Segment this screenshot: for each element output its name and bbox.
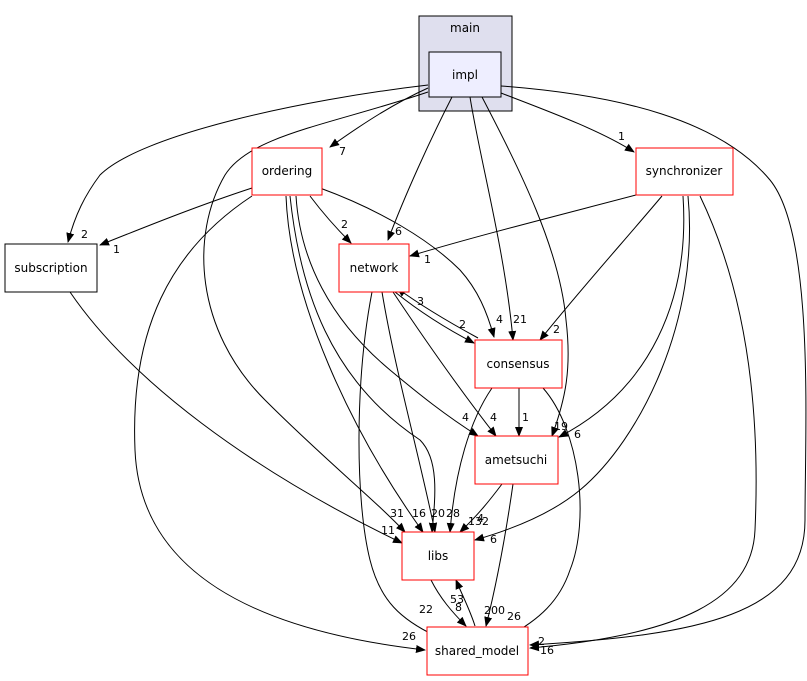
edge-consensus-network [396,287,479,339]
edge-label-synchronizer-network: 1 [424,253,431,266]
node-ordering[interactable]: ordering [251,147,323,196]
edge-shared-model-libs [455,579,476,627]
node-network-label: network [350,261,399,275]
edge-label-impl-shared-model: 2 [538,635,545,648]
edge-ordering-shared-model [134,195,426,653]
edge-impl-libs [203,91,429,533]
node-ametsuchi[interactable]: ametsuchi [474,435,559,485]
nodes: impl ordering synchronizer subscription … [4,51,734,676]
edge-impl-ametsuchi [481,96,569,437]
edge-network-libs [381,291,438,533]
edge-consensus-shared-model [504,387,581,639]
edge-network-consensus [394,291,475,344]
edge-ordering-ametsuchi [295,195,479,437]
edge-label-consensus-libs: 4 [477,512,484,525]
edge-label-ordering-ametsuchi: 4 [462,411,469,424]
node-synchronizer-label: synchronizer [646,164,723,178]
edge-ordering-libs-a [285,195,424,533]
edges [66,84,807,653]
node-subscription-label: subscription [14,261,87,275]
edge-label-impl-consensus: 21 [513,313,527,326]
edge-label-network-consensus: 2 [459,318,466,331]
edge-label-network-ametsuchi: 4 [490,411,497,424]
edge-label-synchronizer-ametsuchi: 6 [574,428,581,441]
node-ametsuchi-label: ametsuchi [485,453,548,467]
node-synchronizer[interactable]: synchronizer [635,147,734,196]
edge-subscription-libs [69,291,403,544]
edge-label-subscription-libs: 11 [381,524,395,537]
edge-label-ordering-network: 2 [341,218,348,231]
edge-label-synchronizer-consensus: 2 [553,323,560,336]
edge-labels: 7 1 2 6 21 19 31 2 1 2 4 4 16 20 26 1 2 … [81,130,625,657]
edge-synchronizer-libs [474,195,690,542]
edge-synchronizer-consensus [539,195,663,341]
edge-label-network-shared-model: 22 [419,603,433,616]
edge-ametsuchi-shared-model [484,483,514,627]
node-libs[interactable]: libs [401,531,475,581]
edge-label-impl-subscription: 2 [81,228,88,241]
edge-ordering-network [309,195,352,244]
edge-impl-shared-model [500,85,807,649]
node-consensus[interactable]: consensus [474,339,563,389]
edge-label-ordering-subscription: 1 [113,243,120,256]
edge-impl-synchronizer [500,92,635,153]
edge-label-consensus-ametsuchi: 1 [522,411,529,424]
edge-label-synchronizer-shared-model: 16 [540,644,554,657]
node-shared-model-label: shared_model [435,644,519,658]
edge-label-ordering-libs-b: 20 [431,507,445,520]
node-consensus-label: consensus [487,357,550,371]
node-libs-label: libs [428,549,449,563]
edge-label-ametsuchi-shared-model: 200 [484,604,505,617]
edge-ordering-subscription [99,187,253,246]
edge-impl-network [387,96,453,241]
edge-label-impl-ametsuchi: 19 [554,420,568,433]
edge-label-network-libs: 28 [446,507,460,520]
edge-label-synchronizer-libs: 6 [490,533,497,546]
node-subscription[interactable]: subscription [4,243,98,293]
edge-label-libs-shared-model: 8 [455,601,462,614]
edge-consensus-libs [446,387,493,533]
edge-label-impl-synchronizer: 1 [618,130,625,143]
edge-label-consensus-shared-model: 26 [507,610,521,623]
edge-network-ametsuchi [392,291,497,437]
edge-synchronizer-ametsuchi [558,195,685,438]
edge-libs-shared-model [430,579,467,627]
edge-ordering-consensus [319,187,496,338]
edge-impl-consensus [469,96,517,341]
edge-label-ordering-shared-model: 26 [402,630,416,643]
edge-label-impl-network: 6 [395,225,402,238]
edge-label-impl-libs: 31 [390,507,404,520]
cluster-main-label: main [450,21,480,35]
edge-label-impl-ordering: 7 [339,145,346,158]
edge-label-ordering-consensus: 4 [496,313,503,326]
edge-ordering-libs-b [289,195,437,533]
edge-network-shared-model [358,291,441,639]
node-ordering-label: ordering [262,164,313,178]
edge-synchronizer-network [409,194,637,258]
edge-ametsuchi-libs [459,483,503,533]
edge-label-ordering-libs-a: 16 [412,507,426,520]
edge-label-ametsuchi-libs: 132 [468,515,489,528]
edge-synchronizer-shared-model [529,195,757,652]
edge-impl-subscription [66,84,429,243]
edge-impl-ordering [329,87,429,148]
node-impl-label: impl [452,68,478,82]
edge-label-consensus-network: 3 [417,295,424,308]
node-network[interactable]: network [338,243,410,293]
edge-label-shared-model-libs: 53 [450,593,464,606]
node-shared-model[interactable]: shared_model [426,626,529,676]
node-impl[interactable]: impl [428,51,502,98]
